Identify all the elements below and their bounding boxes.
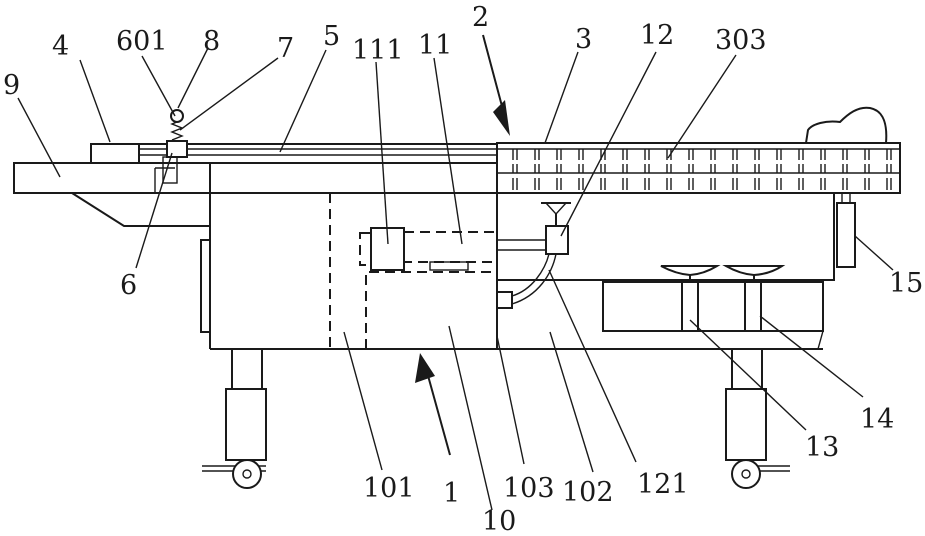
- tray-box-with-supports: [603, 266, 823, 331]
- right-lower-frame: [497, 193, 834, 349]
- arrow-1-shaft: [427, 372, 450, 455]
- nozzle-assembly: [497, 203, 571, 308]
- arrow-2-shaft: [483, 35, 503, 110]
- label-11: 11: [418, 30, 452, 61]
- label-101: 101: [363, 473, 415, 504]
- label-9: 9: [3, 70, 20, 101]
- label-103: 103: [503, 473, 555, 504]
- top-rail-assembly: [91, 144, 497, 163]
- head-rest: [806, 108, 886, 143]
- arrow-1-marker: [415, 353, 435, 383]
- label-2: 2: [472, 2, 489, 33]
- label-8: 8: [203, 26, 220, 57]
- label-13: 13: [805, 432, 839, 463]
- left-extension-platform: [14, 163, 210, 226]
- left-leg-with-caster: [202, 349, 266, 488]
- label-15: 15: [889, 268, 923, 299]
- roller-conveyor: [497, 143, 900, 193]
- right-leg-with-caster: [726, 349, 790, 488]
- label-601: 601: [116, 26, 168, 57]
- label-303: 303: [715, 25, 767, 56]
- label-12: 12: [640, 20, 674, 51]
- label-4: 4: [52, 31, 69, 62]
- part-labels: 9 4 601 8 7 5 111 11 2 3 12 303 6 15 14 …: [3, 2, 923, 536]
- roller-ticks: [513, 149, 891, 190]
- label-111: 111: [352, 35, 404, 66]
- label-1: 1: [443, 478, 460, 509]
- main-body-frame: [201, 163, 823, 349]
- label-7: 7: [277, 33, 294, 64]
- label-6: 6: [120, 270, 137, 301]
- label-5: 5: [323, 21, 340, 52]
- label-3: 3: [575, 24, 592, 55]
- label-14: 14: [860, 404, 894, 435]
- slider-block-with-ball: [155, 110, 187, 193]
- label-10: 10: [482, 506, 516, 536]
- motor-assembly: [360, 228, 497, 270]
- label-121: 121: [637, 469, 689, 500]
- label-102: 102: [562, 477, 614, 508]
- side-sensor: [837, 193, 855, 267]
